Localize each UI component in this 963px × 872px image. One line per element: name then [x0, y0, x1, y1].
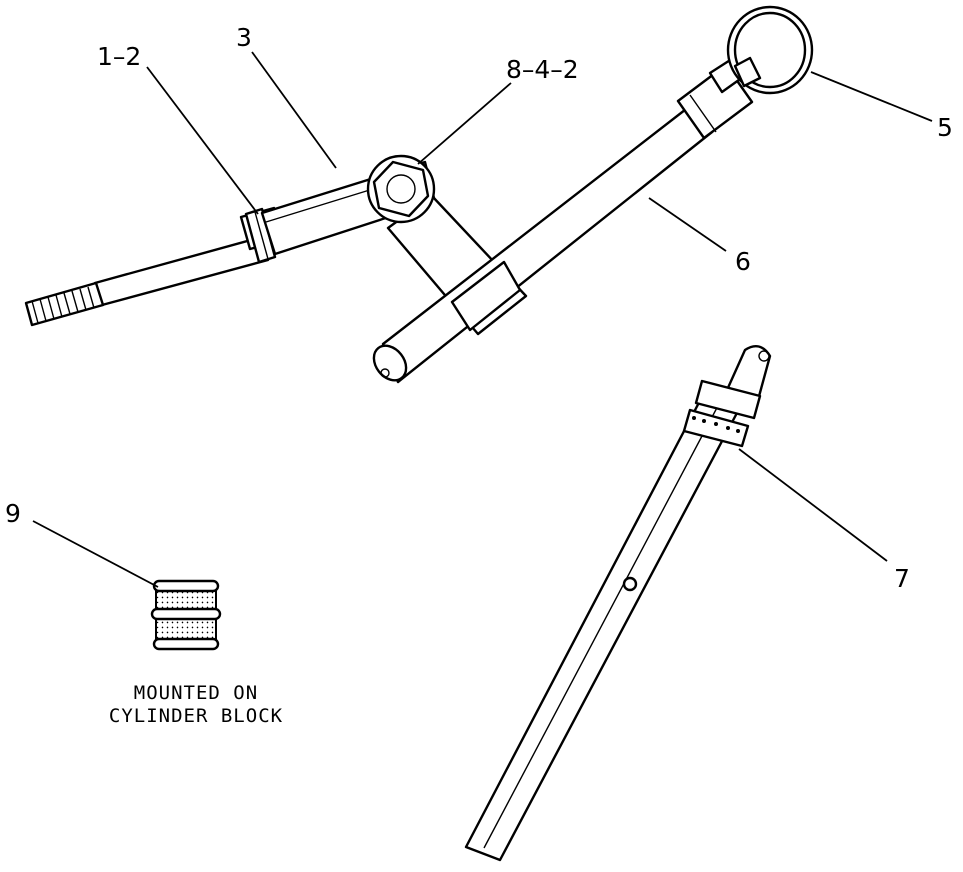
plug [150, 579, 222, 651]
callout-6: 6 [735, 247, 751, 276]
callout-7: 7 [894, 564, 910, 593]
callout-5: 5 [937, 113, 953, 142]
note-line-2: CYLINDER BLOCK [108, 704, 284, 727]
dipstick-tube [372, 53, 754, 384]
callout-8-4-2: 8–4–2 [506, 55, 579, 84]
dipstick-lower [464, 344, 772, 862]
note-line-1: MOUNTED ON [133, 682, 259, 704]
mounting-note: MOUNTED ON CYLINDER BLOCK [96, 682, 296, 728]
bolt [24, 206, 285, 327]
callout-3: 3 [236, 23, 252, 52]
callout-1-2: 1–2 [97, 42, 142, 71]
nut [366, 154, 436, 224]
leader-lines [32, 51, 933, 588]
dipstick-handle [726, 5, 814, 95]
callout-9: 9 [5, 499, 21, 528]
